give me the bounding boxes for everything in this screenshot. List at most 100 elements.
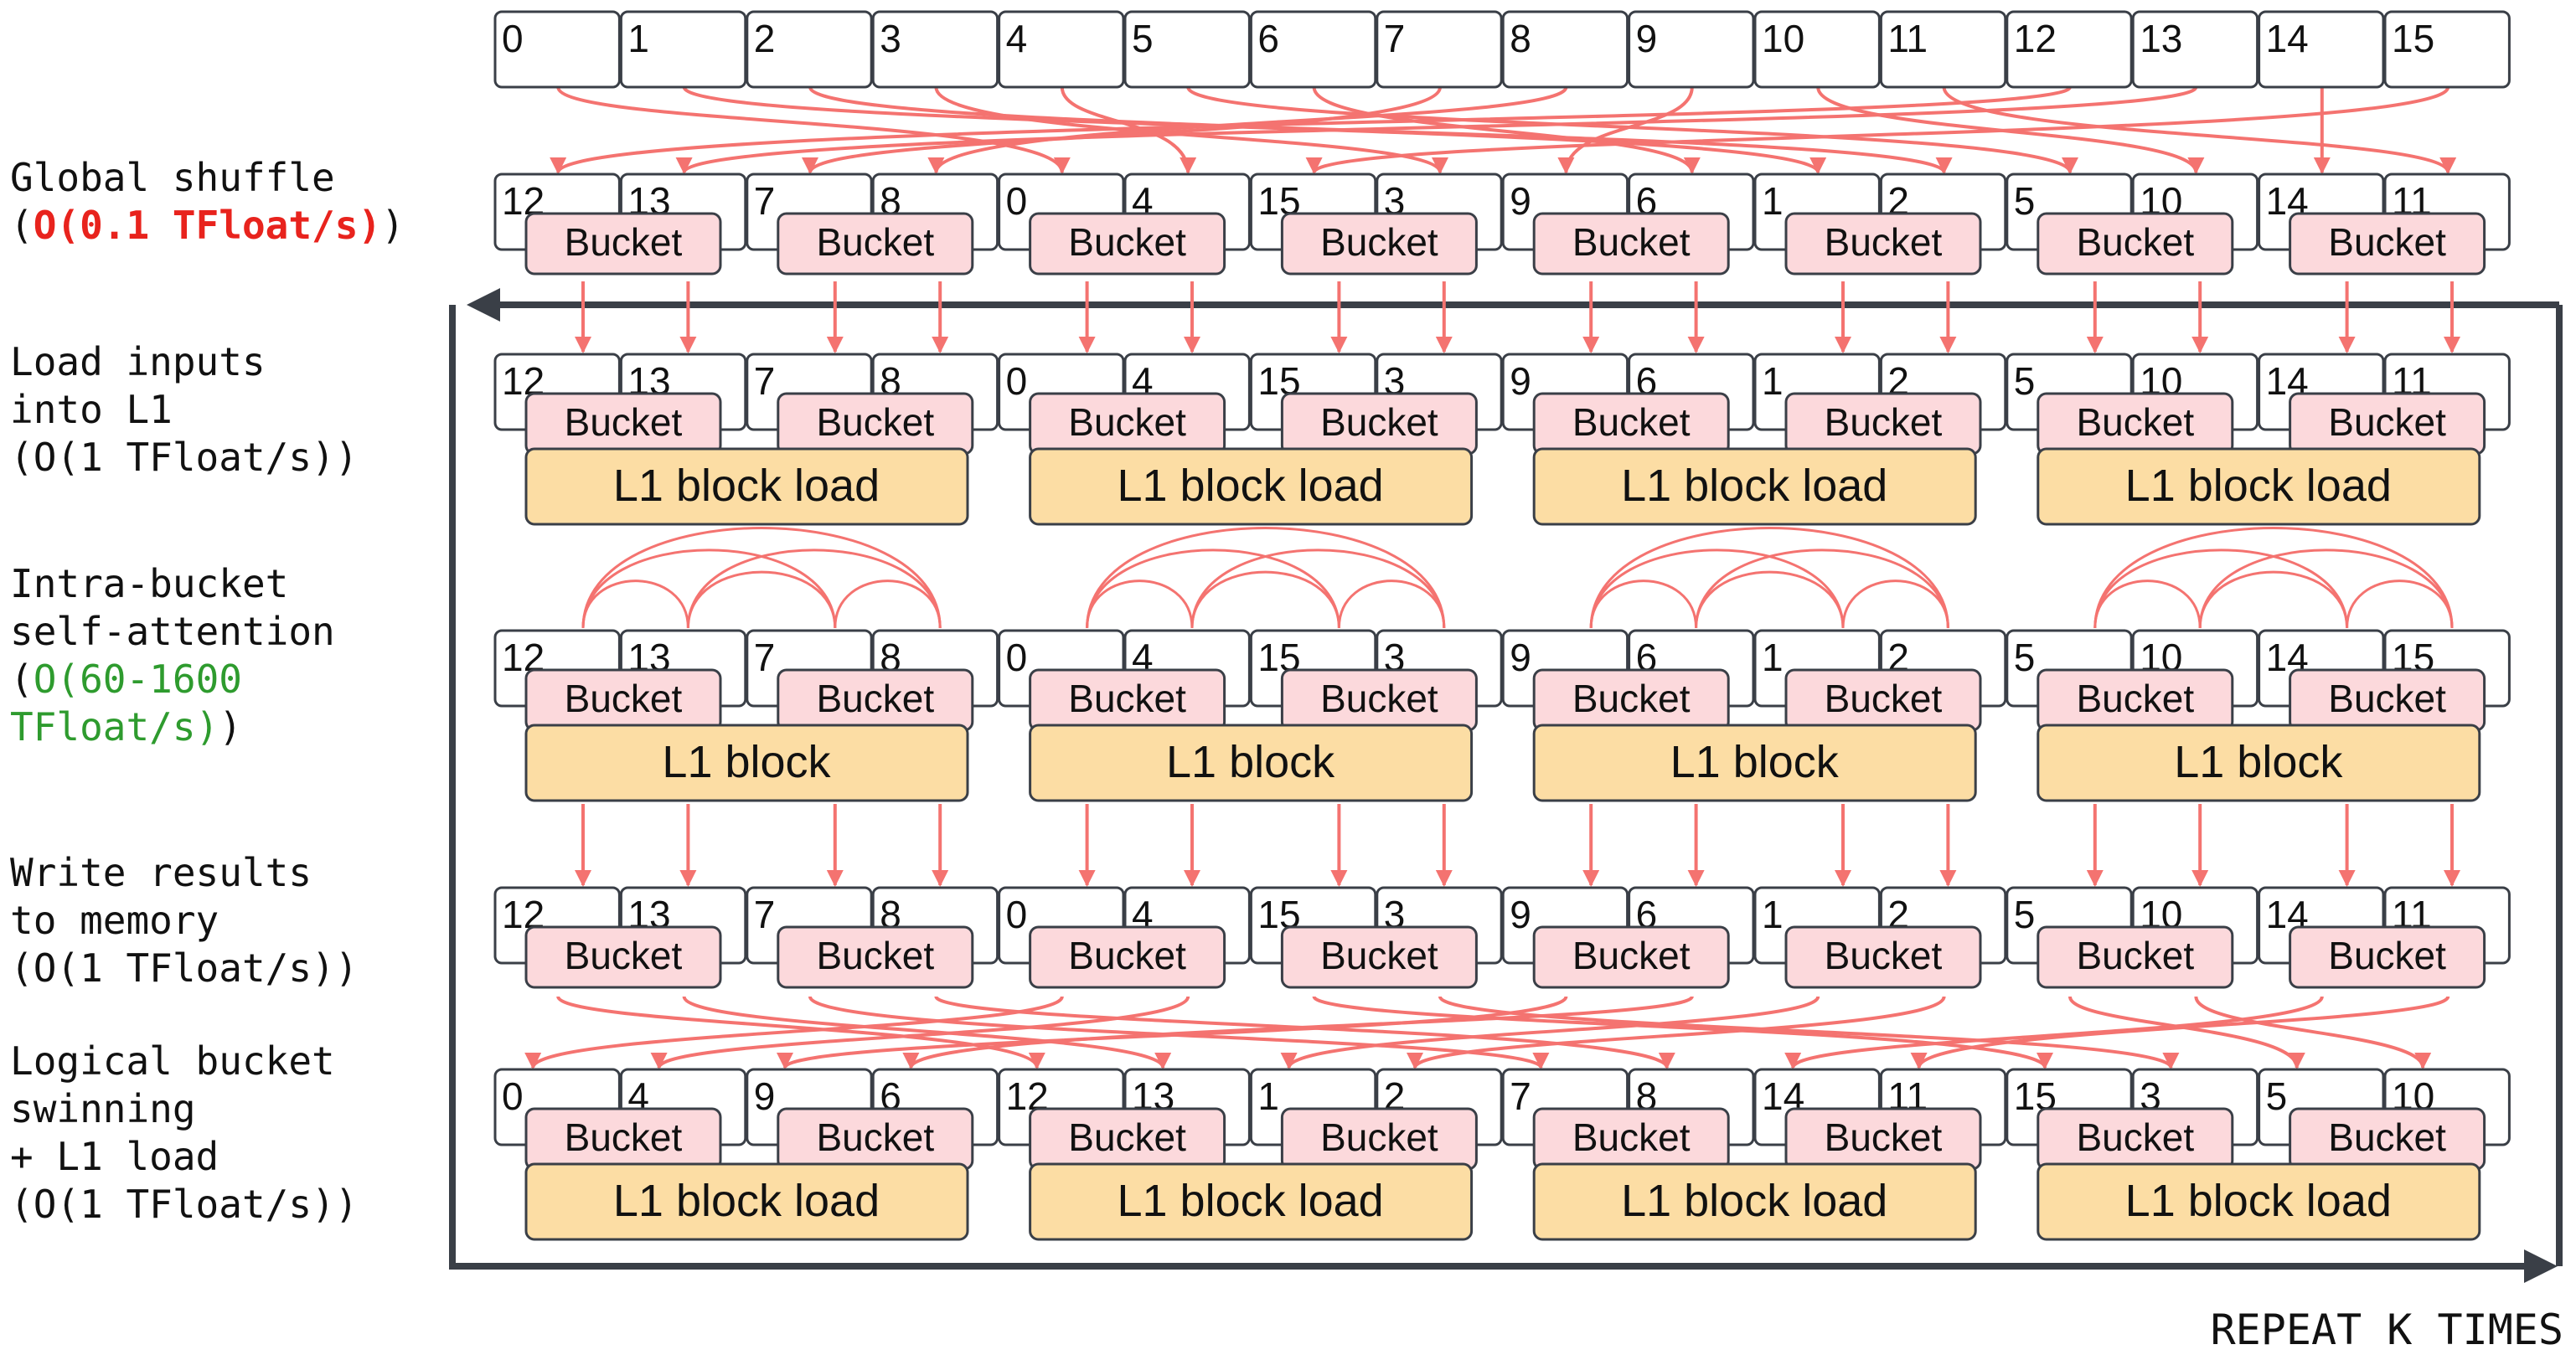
bucket-box — [1532, 925, 1730, 989]
l1-block — [2037, 1162, 2481, 1241]
stage-label-segment: swinning — [10, 1086, 196, 1131]
bucket-label: Bucket — [565, 220, 683, 264]
l1-block — [524, 1162, 969, 1241]
l1-block — [1532, 724, 1977, 802]
l1-block-label: L1 block load — [2125, 1176, 2392, 1226]
bucket-label: Bucket — [2076, 220, 2194, 264]
stage-label-segment: O(0.1 TFloat/s) — [34, 203, 381, 248]
stage-label-segment: ( — [10, 203, 34, 248]
bucket-label: Bucket — [2328, 934, 2446, 977]
bucket-label: Bucket — [2076, 1115, 2194, 1159]
attention-arc — [1190, 570, 1340, 629]
stage-label-segment: to memory — [10, 898, 219, 943]
l1-block — [1029, 447, 1474, 526]
bucket-label: Bucket — [1825, 1115, 1943, 1159]
bucket-label: Bucket — [2328, 677, 2446, 720]
token-index: 13 — [2140, 17, 2182, 60]
flow-arrow — [556, 86, 1071, 174]
token-index: 1 — [1762, 636, 1784, 679]
bucket-label: Bucket — [816, 677, 934, 720]
stage-label-segment: Load inputs — [10, 339, 266, 384]
flow-arrow — [1910, 995, 2450, 1069]
flow-arrow — [676, 85, 2198, 174]
flow-arrow — [927, 86, 1568, 174]
stage-label-segment: into L1 — [10, 387, 173, 432]
attention-arc — [1337, 580, 1446, 629]
flow-arrow — [1306, 86, 2450, 174]
bucket-label: Bucket — [816, 400, 934, 444]
stage-label-segment: (O(1 TFloat/s)) — [10, 945, 358, 991]
attention-arc — [1695, 570, 1845, 629]
stage-label-segment: + L1 load — [10, 1134, 219, 1179]
stage-label-segment: Write results — [10, 850, 312, 895]
bucket-box — [524, 212, 722, 276]
l1-block-label: L1 block load — [2125, 461, 2392, 511]
token-cell — [998, 10, 1125, 89]
stage-label-line: (O(1 TFloat/s)) — [10, 1182, 358, 1227]
attention-arc — [2093, 526, 2454, 629]
bucket-label: Bucket — [565, 400, 683, 444]
l1-block — [1532, 1162, 1977, 1241]
flow-arrow — [550, 85, 2072, 174]
bucket-box — [1029, 925, 1226, 989]
token-index: 7 — [1384, 17, 1406, 60]
bucket-box — [1280, 212, 1478, 276]
bucket-box — [1784, 212, 1982, 276]
token-index: 1 — [1762, 893, 1784, 936]
token-index: 9 — [1510, 636, 1531, 679]
token-index: 4 — [1006, 17, 1028, 60]
bucket-label: Bucket — [1068, 1115, 1186, 1159]
stage-label-line: into L1 — [10, 387, 173, 432]
bucket-box — [2289, 212, 2486, 276]
stage-label-line: to memory — [10, 898, 219, 943]
flow-arrow — [1407, 996, 1946, 1069]
flow-arrow — [1942, 86, 2456, 174]
repeat-loop-frame — [449, 288, 2563, 1283]
token-index: 7 — [754, 179, 776, 223]
token-index: 0 — [1006, 179, 1028, 223]
l1-block-label: L1 block load — [613, 1176, 880, 1226]
token-cell — [619, 10, 747, 89]
bucket-box — [1784, 925, 1982, 989]
token-index: 11 — [1887, 17, 1928, 60]
token-index: 14 — [2266, 17, 2309, 60]
stage-label-segment: ) — [219, 704, 242, 750]
stage-label-segment: ( — [10, 657, 34, 702]
stage-label-2: Intra-bucketself-attention(O(60-1600TFlo… — [10, 561, 335, 750]
flow-arrow — [1557, 86, 1694, 174]
token-index: 12 — [2014, 17, 2057, 60]
token-index: 9 — [1510, 179, 1531, 223]
attention-arc — [834, 580, 942, 629]
token-index: 5 — [2014, 359, 2036, 403]
bucket-label: Bucket — [1068, 677, 1186, 720]
token-index: 7 — [754, 636, 776, 679]
stage-label-segment: TFloat/s) — [10, 704, 219, 750]
stage-label-segment: (O(1 TFloat/s)) — [10, 1182, 358, 1227]
bucket-label: Bucket — [1825, 400, 1943, 444]
token-index: 10 — [1762, 17, 1804, 60]
token-index: 1 — [1762, 179, 1784, 223]
bucket-label: Bucket — [1825, 934, 1943, 977]
data-flow-arrows — [524, 85, 2460, 1069]
attention-arc — [1841, 580, 1949, 629]
attention-arc — [1086, 526, 1446, 629]
l1-block — [2037, 447, 2481, 526]
bucket-label: Bucket — [2076, 934, 2194, 977]
flow-arrow — [524, 996, 1064, 1069]
stage-label-segment: self-attention — [10, 609, 335, 654]
bucket-label: Bucket — [565, 1115, 683, 1159]
bucket-box — [2037, 212, 2234, 276]
attention-arc — [2093, 549, 2349, 629]
token-index: 1 — [1257, 1074, 1279, 1118]
bucket-label: Bucket — [1572, 677, 1691, 720]
token-cell — [746, 10, 873, 89]
token-cell — [2258, 10, 2385, 89]
stage-label-segment: O(60-1600 — [34, 657, 242, 702]
token-index: 6 — [1257, 17, 1279, 60]
token-index: 2 — [754, 17, 776, 60]
stage-label-0: Global shuffle(O(0.1 TFloat/s)) — [10, 155, 405, 248]
attention-arc — [2198, 549, 2454, 629]
